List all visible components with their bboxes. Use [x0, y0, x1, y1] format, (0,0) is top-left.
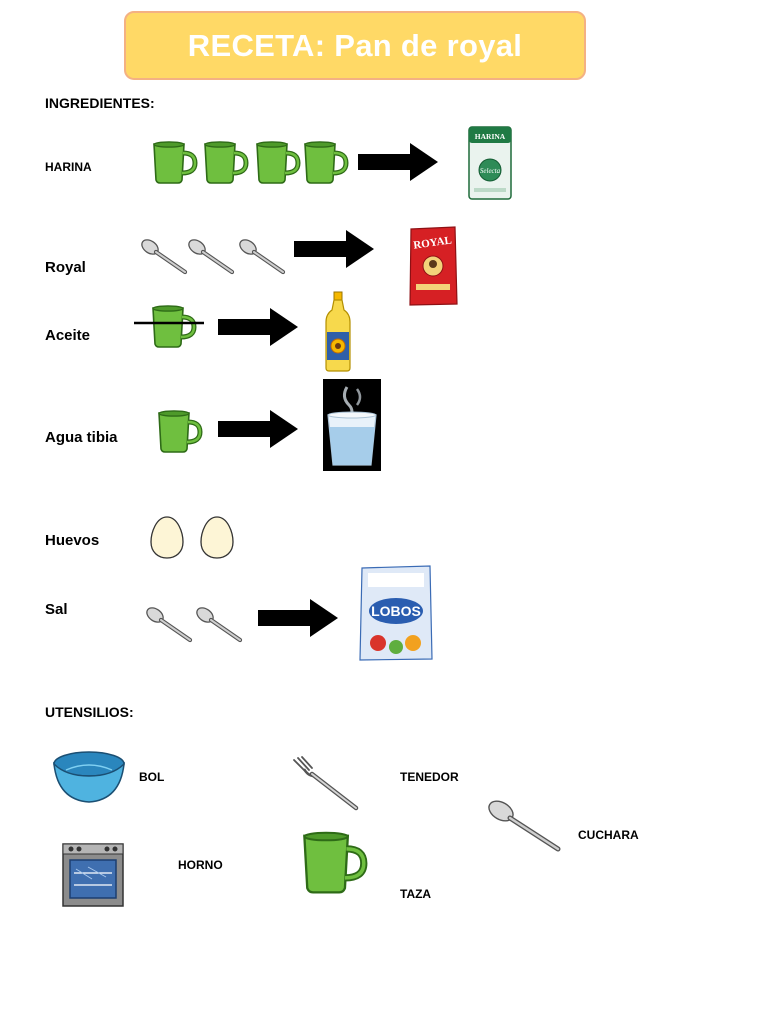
flour-selecta-text: Selecta	[480, 167, 501, 175]
oven-icon	[62, 843, 124, 907]
cup-icon	[300, 830, 366, 896]
arrow-icon	[218, 410, 298, 448]
egg-icon	[200, 516, 234, 559]
egg-icon	[150, 516, 184, 559]
spoon-icon	[141, 238, 187, 274]
spoon-icon	[488, 800, 561, 852]
arrow-icon	[358, 143, 438, 181]
flour-brand-text: HARINA	[475, 132, 506, 141]
arrow-icon	[258, 599, 338, 637]
ingredients-heading: INGREDIENTES:	[45, 95, 155, 111]
salt-brand-text: LOBOS	[371, 603, 421, 619]
cup-icon	[302, 140, 348, 186]
warm-water-glass-icon	[323, 379, 381, 471]
utensil-label-taza: TAZA	[400, 887, 432, 901]
flour-package-icon: HARINA Selecta	[468, 126, 512, 200]
crossed-cup-icon	[134, 304, 204, 350]
utensil-label-cuchara: CUCHARA	[578, 828, 639, 842]
spoon-icon	[239, 238, 285, 274]
ingredient-label-harina: HARINA	[45, 160, 92, 174]
utensils-heading: UTENSILIOS:	[45, 704, 134, 720]
cup-icon	[202, 140, 248, 186]
arrow-icon	[294, 230, 374, 268]
cup-icon	[254, 140, 300, 186]
ingredient-label-agua-tibia: Agua tibia	[45, 429, 118, 446]
page-title: RECETA: Pan de royal	[187, 27, 523, 63]
spoon-icon	[146, 606, 192, 642]
royal-brand-text: ROYAL	[413, 234, 453, 251]
ingredient-label-royal: Royal	[45, 259, 86, 276]
cup-icon	[151, 140, 197, 186]
utensil-label-bol: BOL	[139, 770, 165, 784]
oil-bottle-icon	[325, 291, 351, 372]
ingredient-label-sal: Sal	[45, 601, 68, 618]
ingredient-label-huevos: Huevos	[45, 532, 100, 549]
fork-icon	[293, 756, 359, 811]
bowl-icon	[53, 751, 125, 803]
royal-yeast-package-icon: ROYAL	[409, 226, 458, 306]
title-banner: RECETA: Pan de royal	[124, 11, 586, 80]
utensil-label-tenedor: TENEDOR	[400, 770, 459, 784]
spoon-icon	[188, 238, 234, 274]
spoon-icon	[196, 606, 242, 642]
salt-package-icon: LOBOS	[359, 565, 433, 661]
utensil-label-horno: HORNO	[178, 858, 223, 872]
arrow-icon	[218, 308, 298, 346]
cup-icon	[156, 409, 202, 455]
ingredient-label-aceite: Aceite	[45, 327, 91, 344]
